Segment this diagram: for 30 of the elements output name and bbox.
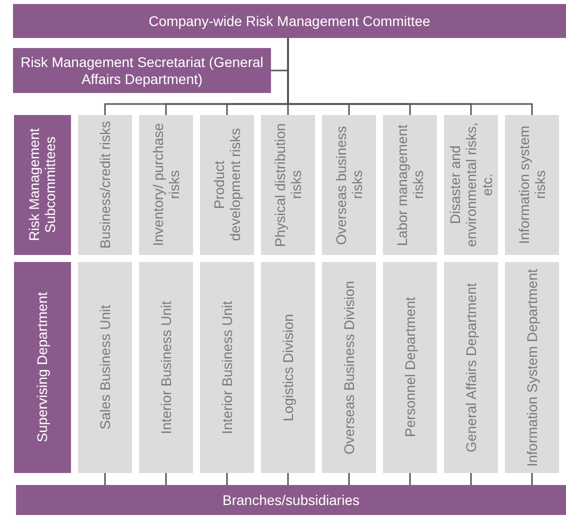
risk-box: Product development risks <box>200 115 254 255</box>
connector-line <box>226 473 228 485</box>
secretariat-box: Risk Management Secretariat (General Affairs Department) <box>13 48 271 93</box>
department-box: Sales Business Unit <box>78 262 132 473</box>
risk-box: Labor management risks <box>383 115 437 255</box>
connector-line <box>409 473 411 485</box>
risk-box: Information system risks <box>505 115 559 255</box>
risk-box: Overseas business risks <box>322 115 376 255</box>
risk-box: Disaster and environmental risks, etc. <box>444 115 498 255</box>
row-header: Supervising Department <box>14 262 71 473</box>
department-box: Information System Department <box>505 262 559 473</box>
department-box: Overseas Business Division <box>322 262 376 473</box>
connector-line <box>287 38 533 115</box>
committee-box: Company-wide Risk Management Committee <box>13 4 566 38</box>
connector-line <box>104 473 106 485</box>
department-box: Logistics Division <box>261 262 315 473</box>
branches-bar: Branches/subsidiaries <box>16 485 566 515</box>
department-box: Interior Business Unit <box>200 262 254 473</box>
risk-box: Business/credit risks <box>78 115 132 255</box>
connector-line <box>165 473 167 485</box>
row-header: Risk Management Subcommittees <box>14 115 71 255</box>
connector-line <box>470 473 472 485</box>
department-box: General Affairs Department <box>444 262 498 473</box>
risk-box: Physical distribution risks <box>261 115 315 255</box>
connector-line <box>287 473 289 485</box>
connector-line <box>348 473 350 485</box>
department-box: Interior Business Unit <box>139 262 193 473</box>
risk-box: Inventory/ purchase risks <box>139 115 193 255</box>
department-box: Personnel Department <box>383 262 437 473</box>
connector-line <box>531 473 533 485</box>
